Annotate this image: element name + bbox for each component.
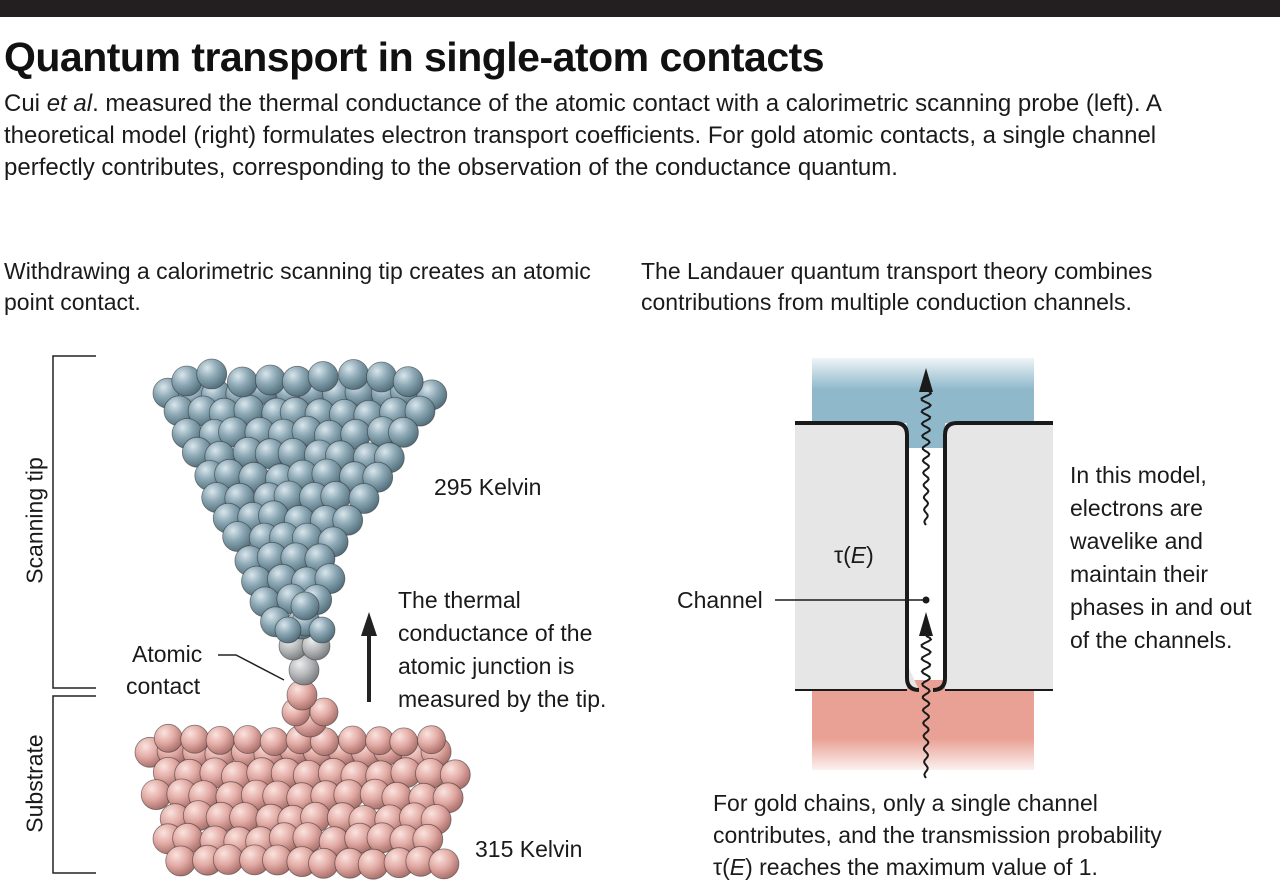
tip-atom	[404, 395, 436, 427]
electron-wave-bottom-arrowhead	[919, 612, 933, 636]
right-block-edge	[932, 421, 1053, 692]
tau-symbol: τ(	[834, 542, 851, 568]
model-note-line6: of the channels.	[1070, 627, 1233, 653]
left-block	[795, 423, 907, 690]
electron-wave-top-arrowhead	[919, 368, 933, 392]
electron-wave-top	[920, 389, 933, 526]
substrate-atom	[259, 727, 289, 756]
tip-atom	[290, 591, 320, 621]
lede-text: . measured the thermal conductance of th…	[4, 90, 1161, 181]
substrate-atom	[153, 723, 183, 753]
model-note-line5: phases in and out	[1070, 594, 1252, 620]
tip-atom	[226, 366, 258, 398]
channel-label: Channel	[677, 587, 763, 613]
left-subtitle: Withdrawing a calorimetric scanning tip …	[4, 258, 591, 315]
model-note-line2: electrons are	[1070, 495, 1203, 521]
tip-atom	[254, 364, 286, 396]
substrate-atom	[357, 848, 389, 880]
tip-atom	[338, 359, 369, 390]
tip-temperature-label: 295 Kelvin	[434, 474, 542, 500]
substrate-label: Substrate	[21, 734, 48, 833]
arrow-note-line1: The thermal	[398, 587, 521, 613]
tip-atom	[307, 361, 339, 392]
substrate-atom	[365, 726, 395, 756]
atomic-contact-leader	[218, 654, 285, 681]
tip-atoms	[152, 358, 448, 644]
scanning-tip-bracket	[52, 355, 96, 689]
page-title: Quantum transport in single-atom contact…	[4, 34, 825, 80]
arrow-note-line3: atomic junction is	[398, 653, 575, 679]
footer-note-line2: contributes, and the transmission probab…	[713, 822, 1162, 848]
substrate-bracket	[52, 695, 96, 874]
arrow-note-line4: measured by the tip.	[398, 686, 607, 712]
channel-dot	[922, 596, 930, 604]
footer-var: E	[729, 854, 746, 880]
model-note-line4: maintain their	[1070, 561, 1209, 587]
measurement-arrow-head	[361, 612, 377, 636]
substrate-atoms	[134, 723, 471, 880]
substrate-atom	[417, 725, 446, 755]
atomic-contact-label-line2: contact	[126, 673, 201, 699]
footer-tau: τ(	[713, 854, 730, 880]
right-subtitle: The Landauer quantum transport theory co…	[641, 258, 1153, 315]
substrate-atom	[428, 848, 460, 880]
substrate-atom	[205, 726, 235, 755]
electron-wave-bottom	[920, 635, 933, 779]
tip-atom	[308, 616, 336, 644]
substrate-atom	[180, 724, 210, 754]
tip-atom	[332, 504, 364, 536]
tip-atom	[366, 361, 397, 393]
substrate-atom	[165, 845, 197, 877]
substrate-atom	[212, 844, 244, 875]
substrate-atom	[389, 727, 419, 757]
atomic-contact-label-line1: Atomic	[132, 641, 203, 667]
lede-etal: et al	[46, 90, 93, 117]
tau-label: τ(E)	[834, 540, 874, 571]
left-block-edge	[795, 421, 920, 692]
model-note-line1: In this model,	[1070, 462, 1207, 488]
footer-rest: ) reaches the maximum value of 1.	[745, 854, 1098, 880]
top-rule	[0, 0, 1280, 17]
model-note-line3: wavelike and	[1070, 528, 1203, 554]
substrate-atom	[233, 725, 263, 754]
right-block	[945, 423, 1053, 690]
tau-var: E	[850, 542, 867, 568]
contact-atoms	[278, 631, 339, 738]
footer-note-line3: τ(E) reaches the maximum value of 1.	[713, 852, 1098, 883]
footer-note-line1: For gold chains, only a single channel	[713, 790, 1098, 816]
substrate-atom	[308, 847, 339, 879]
tau-close: )	[866, 542, 874, 568]
contact-atom	[309, 697, 339, 727]
tip-atom	[196, 358, 228, 390]
substrate-atom	[338, 725, 368, 755]
scanning-tip-label: Scanning tip	[21, 457, 48, 584]
tip-atom	[274, 616, 302, 644]
tip-atom	[387, 416, 419, 448]
tip-atom	[348, 483, 380, 514]
lede-paragraph: Cui et al. measured the thermal conducta…	[4, 88, 1244, 184]
tip-atom	[281, 365, 313, 397]
arrow-note-line2: conductance of the	[398, 620, 593, 646]
lede-author: Cui	[4, 90, 41, 117]
tip-atom	[392, 366, 424, 398]
substrate-temperature-label: 315 Kelvin	[475, 836, 583, 862]
